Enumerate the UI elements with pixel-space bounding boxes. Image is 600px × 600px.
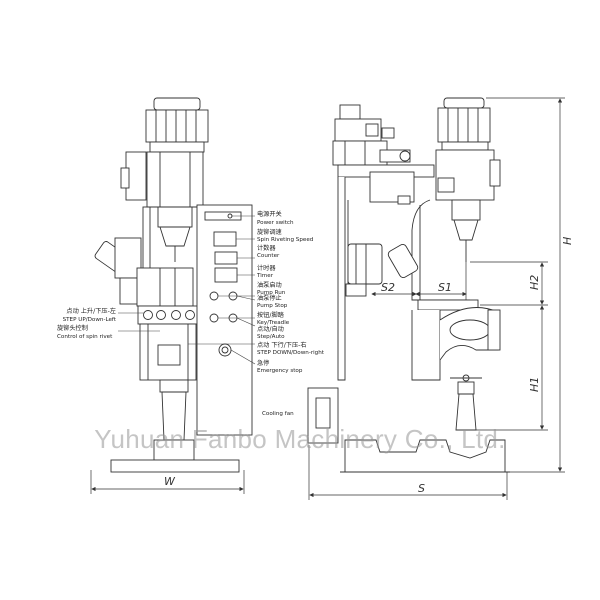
side-motor-cap	[443, 97, 485, 109]
front-head-housing	[146, 151, 204, 208]
label-timer-zh: 计时器	[257, 264, 276, 272]
side-motor	[437, 107, 491, 143]
front-motor	[145, 109, 209, 143]
label-step-auto-zh: 点动/自动	[257, 325, 284, 333]
side-cooling-fan-box	[307, 387, 339, 444]
front-control-bar	[137, 305, 201, 325]
label-key-treadle-zh: 按钮/脚踏	[257, 311, 285, 319]
side-cabinet	[337, 177, 346, 381]
side-pump-motor	[347, 243, 383, 285]
dimension-s1-s2	[371, 262, 467, 300]
dimension-s1-label: S1	[438, 281, 452, 294]
label-power-switch-en: Power switch	[257, 220, 294, 226]
front-base	[110, 459, 240, 473]
side-lower-frame	[411, 310, 441, 381]
label-pump-stop-en: Pump Stop	[257, 303, 288, 309]
label-pump-run-zh: 油泵启动	[257, 281, 282, 289]
label-power-switch-zh: 电源开关	[257, 210, 282, 218]
label-counter-zh: 计数器	[257, 244, 276, 252]
label-key-treadle-en: Key/Treadle	[257, 320, 290, 326]
dimension-w	[90, 470, 245, 494]
panel-labels: 电源开关 Power switch 旋铆调速 Spin Riveting Spe…	[256, 210, 325, 417]
label-step-up-zh: 点动 上升/下压-左	[66, 307, 116, 315]
front-spindle-chuck	[157, 206, 193, 228]
front-motor-cap	[153, 97, 201, 111]
front-button-1	[143, 310, 153, 320]
dimension-h-label: H	[561, 237, 574, 245]
side-view	[307, 97, 510, 473]
side-base	[344, 439, 506, 473]
label-timer-en: Timer	[256, 273, 274, 279]
panel-leader-lines	[118, 215, 256, 365]
front-button-3	[171, 310, 181, 320]
front-motor-base	[149, 141, 205, 153]
side-head-housing	[435, 149, 495, 201]
front-view	[94, 97, 253, 473]
label-spin-speed-zh: 旋铆调速	[257, 228, 282, 236]
side-motor-fins	[447, 108, 479, 142]
dimension-h2-label: H2	[528, 275, 541, 290]
dimension-w-label: W	[164, 475, 176, 488]
front-button-2	[156, 310, 166, 320]
label-step-down-en: STEP DOWN/Down-right	[257, 350, 325, 356]
label-step-up-en: STEP UP/Down-Left	[63, 317, 117, 323]
side-lamp	[387, 244, 419, 278]
left-labels: 点动 上升/下压-左 STEP UP/Down-Left 旋铆头控制 Contr…	[57, 307, 117, 340]
label-step-down-zh: 点动 下行/下压-右	[257, 341, 307, 349]
label-step-auto-en: Step/Auto	[257, 334, 285, 340]
label-spin-speed-en: Spin Riveting Speed	[257, 237, 314, 243]
front-button-4	[185, 310, 195, 320]
dimension-s	[308, 445, 508, 500]
front-motor-fins	[155, 110, 197, 142]
side-c-frame	[411, 199, 470, 301]
label-spin-control-zh: 旋铆头控制	[57, 324, 88, 332]
dimension-s-label: S	[418, 482, 425, 495]
front-pressure-plate	[136, 267, 194, 307]
side-hydraulic-valve	[339, 104, 361, 120]
label-pump-stop-zh: 油泵停止	[257, 294, 282, 302]
control-panel	[196, 204, 253, 436]
label-emergency-zh: 急停	[257, 359, 269, 367]
side-spindle	[451, 199, 481, 221]
dimension-h1-label: H1	[528, 377, 541, 392]
side-worktable	[417, 299, 479, 311]
label-emergency-en: Emergency stop	[257, 368, 303, 374]
label-spin-control-en: Control of spin rivet	[57, 334, 113, 340]
label-pump-run-en: Pump Run	[257, 290, 286, 296]
dimension-s2-label: S2	[381, 281, 395, 294]
label-cooling-fan: Cooling fan	[262, 411, 294, 417]
side-hydraulic-block	[332, 140, 388, 166]
label-counter-en: Counter	[257, 253, 280, 259]
dimension-h	[470, 97, 565, 473]
front-anvil	[159, 379, 189, 393]
